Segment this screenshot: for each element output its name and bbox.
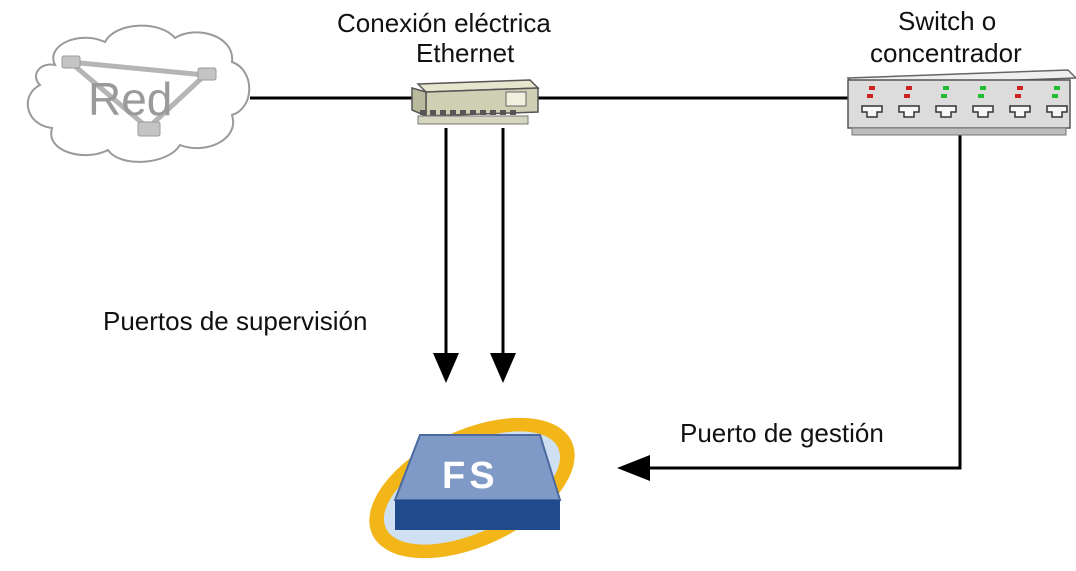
tap-label-line2: Ethernet bbox=[416, 38, 515, 68]
switch-led-icon bbox=[1052, 94, 1058, 98]
arrowheads bbox=[433, 353, 650, 481]
tap-label-line1: Conexión eléctrica bbox=[337, 8, 551, 38]
monitor-ports-label: Puertos de supervisión bbox=[103, 306, 367, 336]
switch-led-icon bbox=[904, 94, 910, 98]
switch-port-icon bbox=[1046, 105, 1068, 118]
switch-ports bbox=[861, 86, 1068, 118]
switch-label-line1: Switch o bbox=[898, 6, 996, 36]
labels: Conexión eléctrica Ethernet Switch o con… bbox=[103, 6, 1022, 448]
switch-led-icon bbox=[978, 94, 984, 98]
switch-led-icon bbox=[1054, 86, 1060, 90]
network-graph-icon bbox=[68, 59, 207, 130]
switch-led-icon bbox=[1015, 94, 1021, 98]
arrow-left-icon bbox=[617, 455, 650, 481]
switch-led-icon bbox=[869, 86, 875, 90]
connection-lines bbox=[250, 96, 962, 470]
management-port-label: Puerto de gestión bbox=[680, 418, 884, 448]
switch-led-icon bbox=[980, 86, 986, 90]
network-label: Red bbox=[88, 73, 172, 125]
link-management-port bbox=[645, 135, 962, 470]
switch-led-icon bbox=[941, 94, 947, 98]
switch-led-icon bbox=[1017, 86, 1023, 90]
switch-label-line2: concentrador bbox=[870, 38, 1022, 68]
ethernet-tap-device bbox=[411, 79, 540, 125]
switch-led-icon bbox=[906, 86, 912, 90]
arrow-down-icon bbox=[490, 353, 516, 383]
switch-port-icon bbox=[861, 105, 883, 118]
arrow-down-icon bbox=[433, 353, 459, 383]
switch-led-icon bbox=[943, 86, 949, 90]
switch-port-icon bbox=[972, 105, 994, 118]
fs-logo: FS bbox=[369, 417, 575, 559]
switch-led-icon bbox=[867, 94, 873, 98]
switch-device bbox=[846, 69, 1076, 136]
switch-port-icon bbox=[935, 105, 957, 118]
switch-port-icon bbox=[1009, 105, 1031, 118]
switch-port-icon bbox=[898, 105, 920, 118]
network-cloud: Red bbox=[26, 24, 251, 163]
fs-logo-text: FS bbox=[442, 455, 499, 497]
